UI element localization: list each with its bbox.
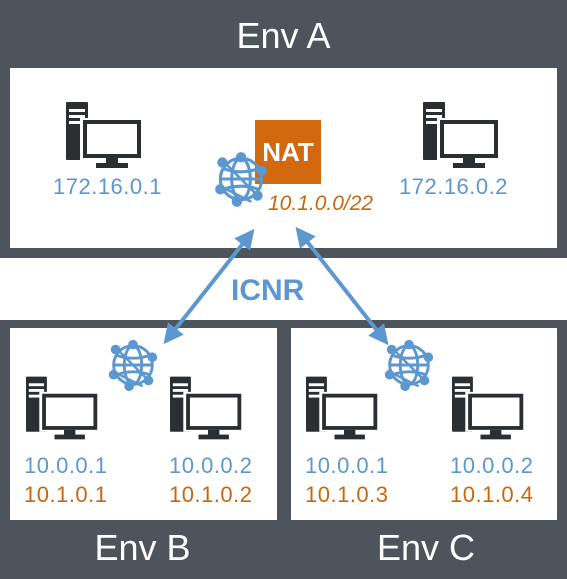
env-b-host-2-mapped-ip: 10.1.0.2 xyxy=(169,482,253,507)
env-c-host-1-mapped-ip: 10.1.0.3 xyxy=(305,482,389,507)
computer-icon xyxy=(306,374,382,442)
env-b-host-1-mapped-ip: 10.1.0.1 xyxy=(24,482,108,507)
env-c-host-1-ip: 10.0.0.1 xyxy=(305,453,389,478)
computer-icon xyxy=(26,374,102,442)
icnr-label: ICNR xyxy=(231,274,305,307)
network-globe-icon xyxy=(380,336,438,394)
env-c-host-2-mapped-ip: 10.1.0.4 xyxy=(450,482,534,507)
network-globe-icon xyxy=(104,336,162,394)
env-b-title: Env B xyxy=(94,527,191,568)
env-a-title: Env A xyxy=(236,15,331,56)
env-c-title: Env C xyxy=(376,527,476,568)
computer-icon xyxy=(170,374,246,442)
link-a-to-c-arrow xyxy=(295,226,389,346)
env-a-host-2-ip: 172.16.0.2 xyxy=(399,174,508,199)
env-c-host-2-ip: 10.0.0.2 xyxy=(450,453,534,478)
env-b-host-2-ip: 10.0.0.2 xyxy=(169,453,253,478)
nat-range: 10.1.0.0/22 xyxy=(268,192,374,215)
link-a-to-b-arrow xyxy=(163,228,255,345)
computer-icon xyxy=(452,374,528,442)
env-a-host-1-ip: 172.16.0.1 xyxy=(53,174,162,199)
env-b-host-1-ip: 10.0.0.1 xyxy=(24,453,108,478)
